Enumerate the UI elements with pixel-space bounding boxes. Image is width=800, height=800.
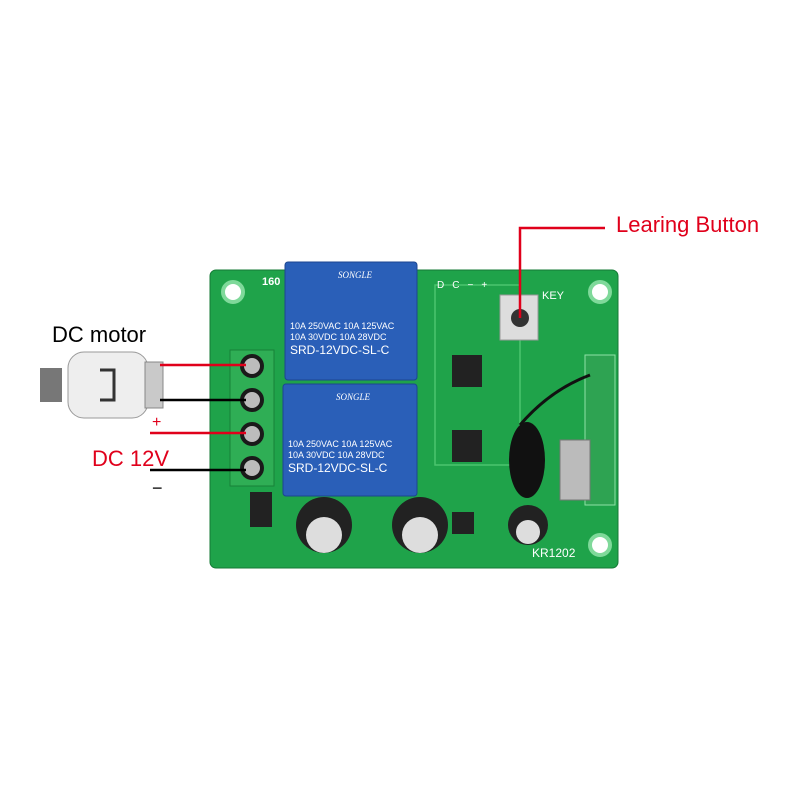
jumper [250,492,272,527]
dc-12v-label: DC 12V [92,446,170,471]
crystal [559,439,591,501]
relay-rating: 10A 30VDC 10A 28VDC [290,332,387,342]
relay-2-text: SONGLE 10A 250VAC 10A 125VAC 10A 30VDC 1… [288,392,414,476]
antenna-coil [509,422,545,498]
relay-brand: SONGLE [338,270,373,280]
board-model: KR1202 [532,546,576,560]
relay-1-text: SONGLE 10A 250VAC 10A 125VAC 10A 30VDC 1… [290,270,414,358]
relay-rating: 10A 30VDC 10A 28VDC [288,450,385,460]
relay-model: SRD-12VDC-SL-C [290,343,390,357]
mount-hole [588,280,612,304]
header-pins: D C − + [437,280,487,291]
header-pin-label: D [437,280,445,291]
key-label: KEY [542,290,565,302]
minus-label: − [152,478,163,498]
relay-model: SRD-12VDC-SL-C [288,461,388,475]
button-callout-line [518,226,605,318]
relay-2 [282,383,418,497]
mount-hole [588,533,612,557]
plus-label: + [152,414,162,431]
relay-rating: 10A 250VAC 10A 125VAC [288,439,393,449]
learning-button-label: Learing Button [616,212,760,237]
mount-hole [221,280,245,304]
silk-160: 160 [262,276,281,288]
header-pin-label: + [481,280,488,291]
header-pin-label: C [452,280,460,291]
dc-motor-label: DC motor [52,322,147,347]
relay-1 [284,261,418,381]
header-pin-label: − [467,280,474,291]
ic-chip [452,430,482,462]
ic-chip [452,355,482,387]
relay-rating: 10A 250VAC 10A 125VAC [290,321,395,331]
relay-brand: SONGLE [336,392,371,402]
regulator [452,512,474,534]
dc-motor-illustration [40,351,164,419]
